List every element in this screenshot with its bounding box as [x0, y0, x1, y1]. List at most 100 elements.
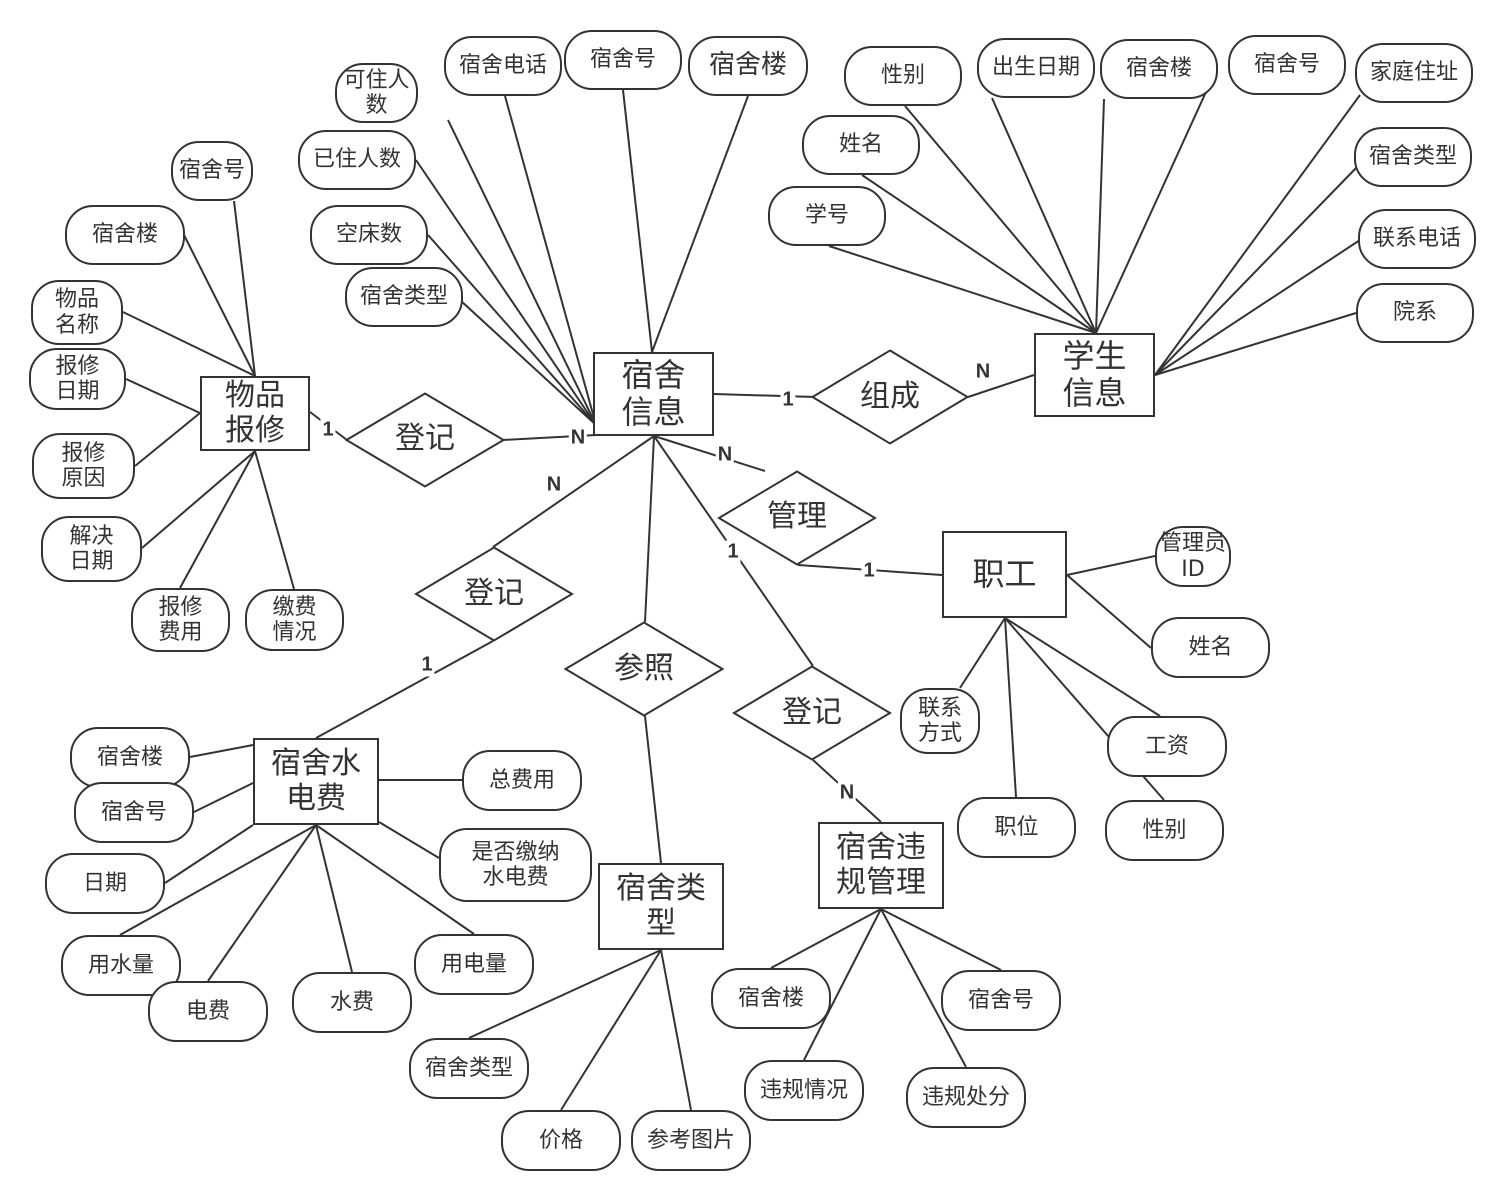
attr-utility-paid[interactable]: 是否缴纳 水电费: [439, 828, 592, 902]
connector-line: [427, 234, 597, 426]
diamond-register-violation: [732, 665, 892, 761]
attr-utility-total-fee[interactable]: 总费用: [462, 750, 582, 811]
entity-utility[interactable]: 宿舍水 电费: [253, 738, 379, 825]
diamond-register-utility: [414, 546, 574, 642]
relationship-manage[interactable]: 管理: [767, 498, 827, 534]
connector-line: [164, 824, 254, 884]
connector-line: [183, 234, 256, 377]
connector-line: [622, 89, 653, 353]
attr-staff-salary[interactable]: 工资: [1107, 716, 1227, 777]
entity-student-info[interactable]: 学生 信息: [1034, 333, 1155, 417]
connector-line: [492, 435, 655, 548]
attr-staff-position[interactable]: 职位: [957, 797, 1076, 858]
relationship-reference[interactable]: 参照: [614, 650, 674, 686]
connector-line: [828, 245, 1097, 334]
connector-line: [880, 908, 967, 1068]
connector-line: [141, 450, 256, 549]
connector-line: [207, 824, 317, 982]
connector-line: [459, 299, 597, 426]
attr-repair-payment-status[interactable]: 缴费 情况: [245, 589, 344, 651]
attr-repair-reason[interactable]: 报修 原因: [32, 433, 135, 499]
attr-staff-contact[interactable]: 联系 方式: [900, 688, 980, 754]
attr-utility-electric-fee[interactable]: 电费: [148, 981, 268, 1042]
connector-line: [651, 95, 749, 353]
attr-violation-penalty[interactable]: 违规处分: [906, 1067, 1026, 1128]
attr-dorm-empty-beds[interactable]: 空床数: [310, 205, 428, 265]
attr-utility-water-fee[interactable]: 水费: [292, 972, 412, 1033]
attr-violation-dorm-number[interactable]: 宿舍号: [941, 970, 1061, 1031]
connector-line: [189, 744, 254, 758]
attr-staff-gender[interactable]: 性别: [1105, 800, 1224, 861]
connector-line: [193, 782, 254, 813]
attr-violation-building[interactable]: 宿舍楼: [711, 968, 831, 1029]
attr-repair-resolve-date[interactable]: 解决 日期: [41, 516, 142, 582]
connector-line: [119, 824, 317, 936]
attr-student-gender[interactable]: 性别: [844, 46, 962, 106]
attr-student-address[interactable]: 家庭住址: [1355, 43, 1473, 103]
attr-student-dorm-type[interactable]: 宿舍类型: [1354, 127, 1472, 187]
attr-student-building[interactable]: 宿舍楼: [1100, 39, 1218, 99]
connector-line: [447, 119, 597, 426]
connector-line: [1154, 312, 1357, 376]
connector-line: [1095, 69, 1217, 334]
cardinality-staff-manage: 1: [861, 559, 877, 583]
attr-dorm-number[interactable]: 宿舍号: [564, 30, 682, 90]
attr-repair-item-name[interactable]: 物品 名称: [31, 280, 123, 345]
diamond-reference: [563, 621, 725, 717]
attr-repair-fee[interactable]: 报修 费用: [131, 588, 230, 652]
connector-line: [1004, 617, 1017, 798]
attr-utility-electric-usage[interactable]: 用电量: [414, 934, 534, 995]
connector-line: [233, 200, 256, 377]
attr-violation-situation[interactable]: 违规情况: [744, 1060, 864, 1121]
attr-type-price[interactable]: 价格: [501, 1110, 621, 1171]
attr-student-department[interactable]: 院系: [1356, 283, 1474, 343]
connector-line: [1066, 574, 1152, 649]
cardinality-dorm-register-repair: N: [568, 426, 588, 450]
entity-violation[interactable]: 宿舍违 规管理: [818, 822, 944, 909]
attr-student-birthdate[interactable]: 出生日期: [977, 38, 1095, 98]
relationship-register-violation[interactable]: 登记: [782, 694, 842, 730]
connector-line: [415, 159, 597, 426]
connector-line: [254, 450, 295, 590]
attr-dorm-capacity[interactable]: 可住人数: [335, 63, 418, 123]
entity-dorm-type[interactable]: 宿舍类 型: [598, 863, 724, 950]
attr-student-phone[interactable]: 联系电话: [1358, 209, 1476, 269]
connector-line: [125, 378, 201, 414]
attr-staff-admin-id[interactable]: 管理员 ID: [1155, 526, 1231, 587]
relationship-compose[interactable]: 组成: [860, 378, 920, 414]
connector-line: [1154, 94, 1361, 376]
attr-repair-date[interactable]: 报修 日期: [29, 348, 126, 410]
entity-dorm-info[interactable]: 宿舍 信息: [593, 352, 714, 436]
connector-line: [991, 97, 1097, 334]
connector-line: [1095, 98, 1105, 334]
connector-line: [880, 908, 1002, 971]
attr-dorm-building[interactable]: 宿舍楼: [688, 36, 808, 96]
attr-student-dorm-number[interactable]: 宿舍号: [1228, 35, 1346, 95]
attr-utility-date[interactable]: 日期: [45, 853, 165, 914]
attr-type-reference-image[interactable]: 参考图片: [631, 1110, 751, 1171]
connector-line: [1154, 166, 1358, 376]
attr-dorm-phone[interactable]: 宿舍电话: [444, 36, 562, 96]
attr-student-name[interactable]: 姓名: [802, 115, 920, 175]
relationship-register-utility[interactable]: 登记: [464, 575, 524, 611]
attr-utility-building[interactable]: 宿舍楼: [70, 727, 190, 788]
attr-utility-dorm-number[interactable]: 宿舍号: [74, 782, 194, 843]
connector-line: [504, 95, 597, 426]
attr-repair-building[interactable]: 宿舍楼: [65, 205, 185, 265]
entity-repair[interactable]: 物品 报修: [200, 376, 310, 451]
connector-line: [770, 908, 882, 969]
attr-dorm-occupied[interactable]: 已住人数: [298, 130, 416, 190]
attr-type-name[interactable]: 宿舍类型: [409, 1038, 529, 1099]
entity-staff[interactable]: 职工: [942, 531, 1067, 618]
cardinality-dorm-compose: 1: [780, 388, 796, 412]
attr-student-id[interactable]: 学号: [768, 186, 886, 246]
diamond-compose: [810, 349, 970, 445]
connector-line: [134, 412, 201, 467]
attr-staff-name[interactable]: 姓名: [1151, 617, 1270, 678]
relationship-register-repair[interactable]: 登记: [395, 420, 455, 456]
connector-line: [644, 715, 662, 864]
attr-dorm-type[interactable]: 宿舍类型: [345, 267, 463, 327]
cardinality-dorm-register-violation: 1: [725, 540, 741, 564]
attr-repair-dorm-number[interactable]: 宿舍号: [171, 141, 253, 201]
